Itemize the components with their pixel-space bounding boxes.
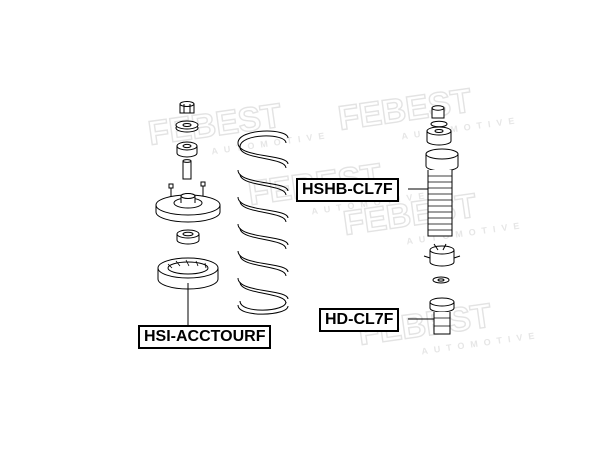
part-label-hshb-cl7f[interactable]: HSHB-CL7F: [296, 178, 399, 202]
top-nut-part: [431, 105, 445, 119]
dust-cover-bushing-part: [426, 126, 452, 146]
lock-nut-part: [179, 101, 195, 114]
bump-stop-part: [429, 297, 455, 335]
rubber-ring-part: [176, 229, 200, 245]
spacer-sleeve-part: [182, 159, 192, 180]
upper-washer-part: [430, 120, 448, 128]
bump-mount-part: [423, 243, 461, 267]
strut-boot-assembly: [423, 105, 461, 335]
washer-part: [175, 120, 199, 133]
coil-spring-part: [237, 130, 289, 315]
strut-mount-assembly: [155, 101, 221, 290]
lower-washer-part: [432, 276, 450, 284]
dust-boot-part: [425, 148, 459, 237]
part-label-hd-cl7f[interactable]: HD-CL7F: [319, 308, 400, 332]
part-label-hsi-acctourf[interactable]: HSI-ACCTOURF: [138, 325, 272, 349]
spring-insulator-part: [157, 257, 219, 290]
upper-bushing-part: [176, 141, 198, 158]
top-mount-plate-part: [155, 181, 221, 223]
leader-lines: [187, 188, 434, 326]
watermark-left: FEBEST AUTOMOTIVE: [145, 96, 331, 157]
